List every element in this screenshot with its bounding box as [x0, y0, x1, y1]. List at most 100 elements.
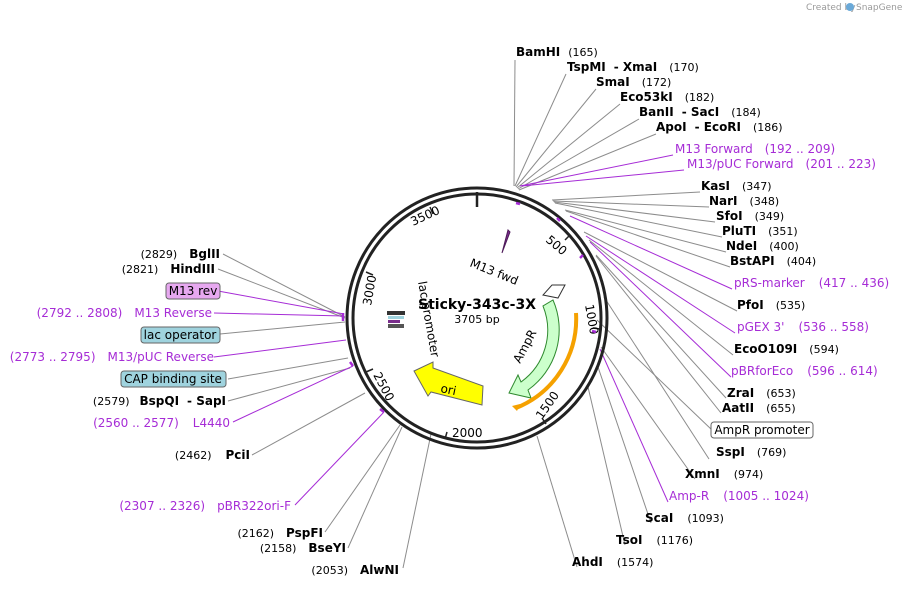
snapgene-brand: SnapGene — [856, 3, 903, 13]
connector-m13reverse — [213, 312, 345, 317]
primer-amp-r[interactable]: Amp-R(1005 .. 1024) — [669, 489, 809, 503]
primer-m13-forward[interactable]: M13 Forward(192 .. 209) — [675, 142, 835, 156]
connector-sfoi — [553, 201, 716, 223]
site-pcii[interactable]: (2462)PciI — [175, 448, 250, 462]
amp-r-orange-arrowhead — [512, 404, 520, 411]
site-nari[interactable]: NarI(348) — [709, 194, 779, 208]
connector-banii — [517, 118, 640, 190]
amp-r-orange-arc — [515, 312, 579, 410]
site-ndei[interactable]: NdeI(400) — [726, 239, 799, 253]
connector-bseyi — [347, 426, 403, 549]
connector-eco0109i — [588, 239, 734, 356]
site-alwni[interactable]: (2053)AlwNI — [311, 563, 399, 577]
connector-bglii — [222, 253, 346, 318]
site-sfoi[interactable]: SfoI(349) — [716, 209, 784, 223]
ampr-feature-arrow — [508, 299, 560, 399]
connector-pgex3 — [585, 235, 736, 334]
site-bglii[interactable]: (2829)BglII — [141, 247, 220, 261]
site-sspi[interactable]: SspI(769) — [716, 445, 786, 459]
primer-pgex3[interactable]: pGEX 3'(536 .. 558) — [737, 320, 869, 334]
feature-m13rev[interactable]: M13 rev — [169, 284, 218, 298]
connector-apoi — [518, 133, 657, 191]
site-bseyi[interactable]: (2158)BseYI — [260, 541, 346, 555]
primer-l4440[interactable]: (2560 .. 2577)L4440 — [93, 416, 230, 430]
left-label-list: (2829)BglII (2821)HindIII M13 rev (2792 … — [10, 247, 399, 577]
site-hindiii[interactable]: (2821)HindIII — [122, 262, 215, 276]
left-connectors — [217, 253, 432, 569]
site-scai[interactable]: ScaI(1093) — [645, 511, 724, 525]
connector-l4440 — [232, 365, 354, 423]
connector-amp-r — [599, 348, 669, 503]
tick-label-1000: 1000 — [582, 303, 601, 336]
site-eco0109i[interactable]: EcoO109I(594) — [734, 342, 839, 356]
site-kasi[interactable]: KasI(347) — [701, 179, 772, 193]
tick-label-3000: 3000 — [360, 274, 379, 307]
site-ahdi[interactable]: AhdI(1574) — [572, 555, 653, 569]
connector-ndei — [564, 209, 727, 253]
right-primer-connectors — [519, 154, 736, 503]
site-bspqi[interactable]: (2579)BspQI- SapI — [93, 394, 226, 408]
site-pluti[interactable]: PluTI(351) — [722, 224, 798, 238]
left-primer-connectors — [213, 290, 385, 506]
tick-label-1500: 1500 — [533, 389, 562, 422]
connector-tsoi — [587, 386, 626, 546]
connector-prs-marker — [569, 215, 733, 290]
connector-xmni — [600, 346, 696, 480]
site-bstapi[interactable]: BstAPI(404) — [730, 254, 816, 268]
m13fwd-label: M13 fwd — [468, 256, 520, 288]
site-eco53ki[interactable]: Eco53kI(182) — [620, 90, 714, 104]
lac-promoter-label: lac promoter — [415, 280, 442, 358]
site-pfoi[interactable]: PfoI(535) — [737, 298, 805, 312]
site-bamhi[interactable]: BamHI(165) — [516, 45, 598, 59]
connector-m13puc-forward — [521, 169, 685, 187]
site-tsoi[interactable]: TsoI(1176) — [616, 533, 693, 547]
ampr-promoter-box — [710, 421, 814, 439]
plasmid-name: Sticky-343c-3X — [418, 297, 536, 313]
connector-bspqi — [227, 367, 351, 402]
connector-kasi — [551, 191, 701, 201]
connector-m13puc-reverse — [213, 339, 347, 358]
m13fwd-primer-arrow — [501, 229, 511, 254]
cap-binding-box — [120, 370, 227, 388]
backbone-outer-ring — [345, 186, 609, 450]
connector-aatii — [595, 255, 722, 414]
primer-prs-marker[interactable]: pRS-marker(417 .. 436) — [734, 276, 889, 290]
connector-bamhi — [513, 59, 516, 187]
m13rev-box — [165, 282, 221, 300]
site-tspmi[interactable]: TspMI- XmaI(170) — [567, 60, 699, 74]
site-xmni[interactable]: XmnI(974) — [685, 467, 763, 481]
connector-bstapi — [565, 210, 731, 268]
primer-pbrforeco[interactable]: pBRforEco(596 .. 614) — [731, 364, 878, 378]
primer-m13-puc-reverse[interactable]: (2773 .. 2795)M13/pUC Reverse — [10, 350, 214, 364]
connector-tspmi — [514, 73, 567, 187]
connector-ahdi — [536, 435, 578, 568]
right-connectors — [513, 59, 738, 568]
ori-label: ori — [439, 381, 457, 398]
ampr-label: AmpR — [510, 327, 539, 365]
primer-marks — [341, 201, 597, 413]
connector-m13forward — [519, 154, 674, 187]
feature-cap-binding-site[interactable]: CAP binding site — [124, 372, 222, 386]
connector-pbrforeco — [589, 241, 732, 378]
primer-pbr322ori-f[interactable]: (2307 .. 2326)pBR322ori-F — [119, 499, 291, 513]
site-smai[interactable]: SmaI(172) — [596, 75, 671, 89]
right-label-list: BamHI(165) TspMI- XmaI(170) SmaI(172) Ec… — [516, 45, 889, 569]
ori-feature-arrow — [413, 361, 484, 406]
site-pspfi[interactable]: (2162)PspFI — [237, 526, 323, 540]
connector-pcii — [251, 392, 366, 456]
site-aatii[interactable]: AatII(655) — [722, 401, 796, 415]
ampr-promoter-arrow — [542, 284, 566, 299]
primer-m13-reverse[interactable]: (2792 .. 2808)M13 Reverse — [37, 306, 212, 320]
connector-pbr322ori — [294, 411, 385, 506]
connector-eco53ki — [516, 103, 621, 189]
feature-ampr-promoter[interactable]: AmpR promoter — [714, 423, 809, 437]
site-zrai[interactable]: ZraI(653) — [727, 386, 796, 400]
connector-zrai — [595, 254, 727, 399]
site-apoi[interactable]: ApoI- EcoRI(186) — [656, 120, 783, 134]
feature-lac-operator[interactable]: lac operator — [144, 328, 217, 342]
connector-m13rev — [217, 290, 345, 315]
primer-m13-puc-forward[interactable]: M13/pUC Forward(201 .. 223) — [687, 157, 876, 171]
connector-scai — [597, 366, 652, 524]
site-banii[interactable]: BanII- SacI(184) — [639, 105, 761, 119]
